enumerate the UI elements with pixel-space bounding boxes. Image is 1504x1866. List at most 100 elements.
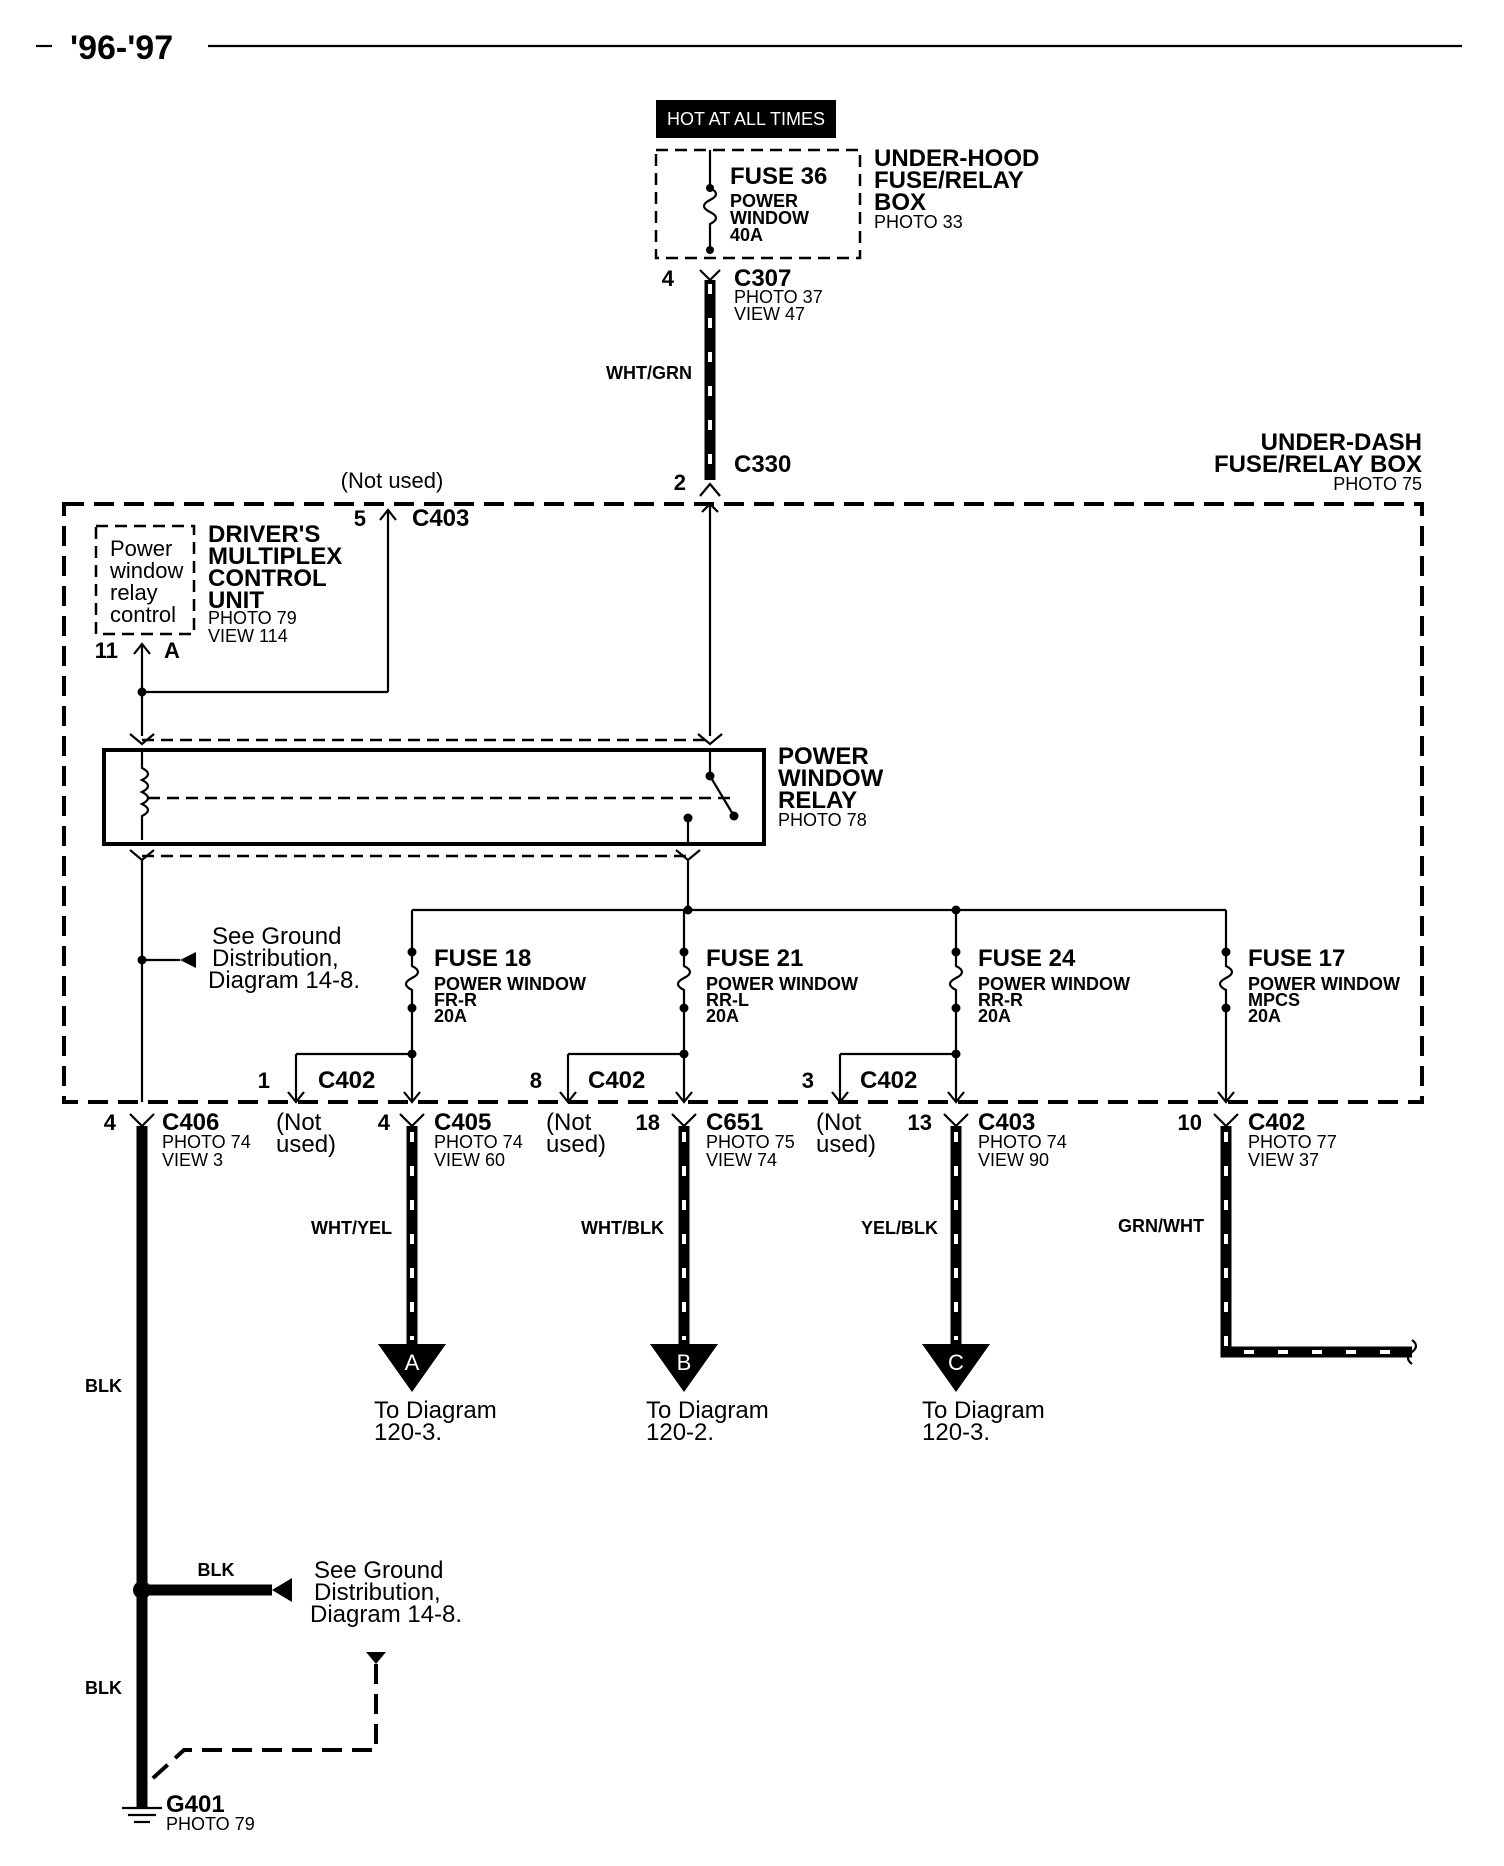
fuse36-line-3: 40A — [730, 225, 763, 245]
c402-line-2: VIEW 37 — [1248, 1150, 1319, 1170]
c405-line-2: VIEW 60 — [434, 1150, 505, 1170]
wire-label-wht-blk: WHT/BLK — [581, 1218, 664, 1238]
fuse21-line-3: 20A — [706, 1006, 739, 1026]
c405-pin: 4 — [378, 1110, 391, 1135]
dest-a-line-1: To Diagram — [374, 1397, 497, 1424]
fuse36-node-bottom — [706, 246, 714, 254]
dest-a-line-2: 120-3. — [374, 1419, 442, 1446]
mcu-inner-4: control — [110, 602, 176, 627]
dest-b-line-2: 120-2. — [646, 1419, 714, 1446]
c402-a-pin: 1 — [258, 1068, 270, 1093]
c330-pin: 2 — [674, 470, 686, 495]
fuse36-line-2: WINDOW — [730, 208, 809, 228]
fuse24-name: FUSE 24 — [978, 945, 1076, 972]
mcu-photo-1: PHOTO 79 — [208, 608, 297, 628]
wire-label-grn-wht: GRN/WHT — [1118, 1216, 1204, 1236]
dest-c-letter: C — [948, 1350, 964, 1375]
not-used-a-2: used) — [276, 1131, 336, 1158]
relay-title-3: RELAY — [778, 787, 857, 814]
not-used-a-1: (Not — [276, 1109, 322, 1136]
underdash-photo: PHOTO 75 — [1333, 474, 1422, 494]
dest-c-line-1: To Diagram — [922, 1397, 1045, 1424]
underhood-title-3: BOX — [874, 189, 926, 216]
fuse24-column — [831, 910, 965, 1104]
fuse18-line-2: FR-R — [434, 990, 477, 1010]
not-used-b-1: (Not — [546, 1109, 592, 1136]
fuse36-name: FUSE 36 — [730, 163, 827, 190]
not-used-b-2: used) — [546, 1131, 606, 1158]
c405-connector — [399, 1113, 425, 1128]
wire-label-blk-1: BLK — [85, 1376, 122, 1396]
c402-c-name: C402 — [860, 1067, 917, 1094]
fuse36-node-top — [706, 184, 714, 192]
ground-photo: PHOTO 79 — [166, 1814, 255, 1834]
wire-label-wht-grn: WHT/GRN — [606, 363, 692, 383]
mcu-title-1: DRIVER'S — [208, 521, 320, 548]
ground-name: G401 — [166, 1791, 225, 1818]
underdash-title-1: UNDER-DASH — [1261, 429, 1422, 456]
wire-label-yel-blk: YEL/BLK — [861, 1218, 938, 1238]
fuse24-line-1: POWER WINDOW — [978, 974, 1130, 994]
ground-note-lower-1: See Ground — [314, 1557, 443, 1584]
bus-junction — [683, 905, 693, 915]
mcu-box — [94, 524, 196, 636]
dest-c-triangle — [922, 1344, 990, 1392]
hot-label-box — [656, 100, 836, 138]
c403-pin: 13 — [908, 1110, 932, 1135]
fuse17-line-1: POWER WINDOW — [1248, 974, 1400, 994]
shield-wire — [140, 1664, 378, 1790]
wire-label-blk-2: BLK — [85, 1678, 122, 1698]
hot-label: HOT AT ALL TIMES — [667, 109, 825, 129]
c403-line-1: PHOTO 74 — [978, 1132, 1067, 1152]
dest-b-letter: B — [677, 1350, 692, 1375]
fuse18-line-3: 20A — [434, 1006, 467, 1026]
c403-name: C403 — [978, 1109, 1035, 1136]
fuse21-name: FUSE 21 — [706, 945, 803, 972]
c405-name: C405 — [434, 1109, 491, 1136]
dest-b-line-1: To Diagram — [646, 1397, 769, 1424]
mcu-photo-2: VIEW 114 — [208, 626, 288, 646]
relay-box — [102, 748, 766, 846]
dest-a-letter: A — [405, 1350, 420, 1375]
not-used-c-1: (Not — [816, 1109, 862, 1136]
underhood-title-1: UNDER-HOOD — [874, 145, 1039, 172]
fuse18-name: FUSE 18 — [434, 945, 531, 972]
fuse36-symbol — [702, 150, 718, 250]
mcu-title-4: UNIT — [208, 587, 264, 614]
relay-photo: PHOTO 78 — [778, 810, 867, 830]
c307-name: C307 — [734, 265, 791, 292]
shield-connector — [366, 1652, 386, 1664]
relay-in-left — [129, 733, 155, 746]
fuse24-line-2: RR-R — [978, 990, 1023, 1010]
ground-note-lower-2: Distribution, — [314, 1579, 441, 1606]
c307-connector-symbol — [699, 269, 721, 282]
c330-name: C330 — [734, 451, 791, 478]
mcu-inner-3: relay — [110, 580, 158, 605]
not-used-c-2: used) — [816, 1131, 876, 1158]
ground-arrow-lower — [272, 1578, 292, 1602]
fuse24-line-3: 20A — [978, 1006, 1011, 1026]
year-range: '96-'97 — [70, 29, 173, 67]
c403-top-name: C403 — [412, 505, 469, 532]
fuse21-line-1: POWER WINDOW — [706, 974, 858, 994]
c406-connector — [129, 1113, 155, 1128]
mcu-title-3: CONTROL — [208, 565, 327, 592]
c405-line-1: PHOTO 74 — [434, 1132, 523, 1152]
c307-pin: 4 — [662, 266, 675, 291]
c330-connector-symbol — [699, 482, 721, 497]
underdash-box — [62, 502, 1424, 1104]
dest-b-triangle — [650, 1344, 718, 1392]
fuse21-line-2: RR-L — [706, 990, 749, 1010]
c406-name: C406 — [162, 1109, 219, 1136]
relay-switch-contact — [729, 811, 739, 821]
fuse17-line-3: 20A — [1248, 1006, 1281, 1026]
mcu-pin: 11 — [95, 638, 118, 663]
dest-c-line-2: 120-3. — [922, 1419, 990, 1446]
underhood-box — [654, 148, 862, 260]
ground-arrow-upper — [180, 952, 196, 968]
c307-line-1: PHOTO 37 — [734, 287, 823, 307]
c402-name: C402 — [1248, 1109, 1305, 1136]
c651-line-1: PHOTO 75 — [706, 1132, 795, 1152]
c403-line-2: VIEW 90 — [978, 1150, 1049, 1170]
fuse21-column — [559, 910, 693, 1104]
